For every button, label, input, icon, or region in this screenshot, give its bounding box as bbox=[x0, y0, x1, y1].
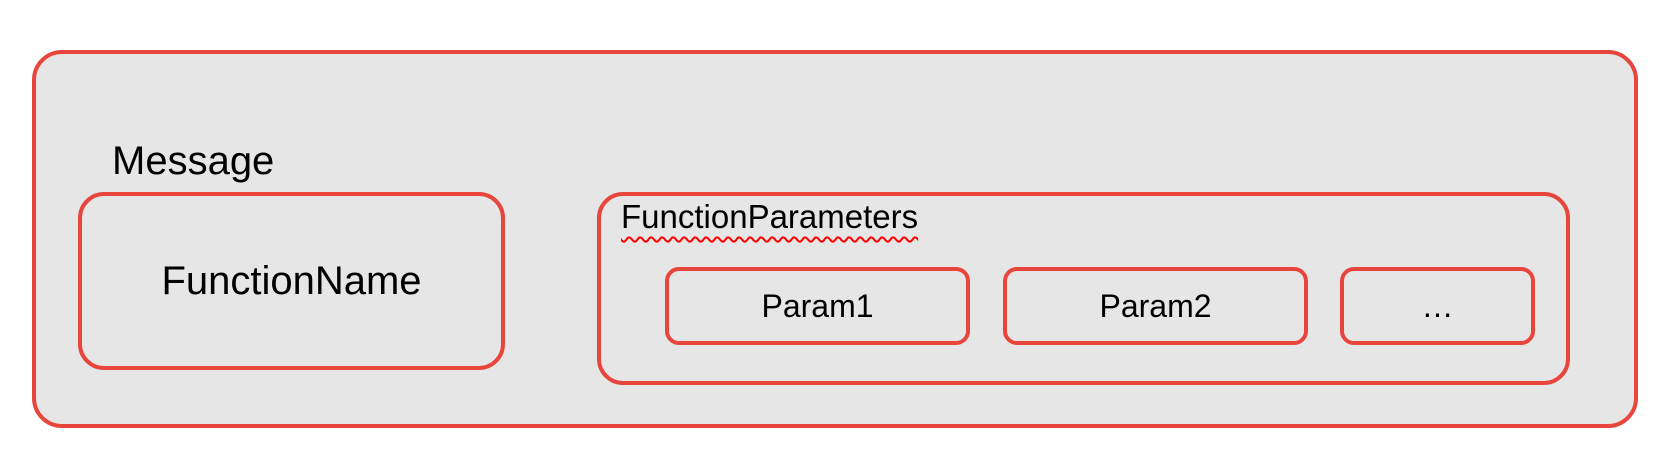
function-parameters-label: FunctionParameters bbox=[621, 198, 919, 235]
param-label-ellipsis: … bbox=[1421, 288, 1454, 324]
param-label-1: Param1 bbox=[761, 288, 874, 324]
function-name-label: FunctionName bbox=[161, 259, 422, 303]
param-box-2[interactable]: Param2 bbox=[1003, 267, 1308, 345]
param-box-ellipsis[interactable]: … bbox=[1340, 267, 1535, 345]
param-box-1[interactable]: Param1 bbox=[665, 267, 970, 345]
param-label-2: Param2 bbox=[1099, 288, 1212, 324]
message-label: Message bbox=[112, 139, 275, 183]
function-name-container[interactable]: FunctionName bbox=[78, 192, 505, 370]
